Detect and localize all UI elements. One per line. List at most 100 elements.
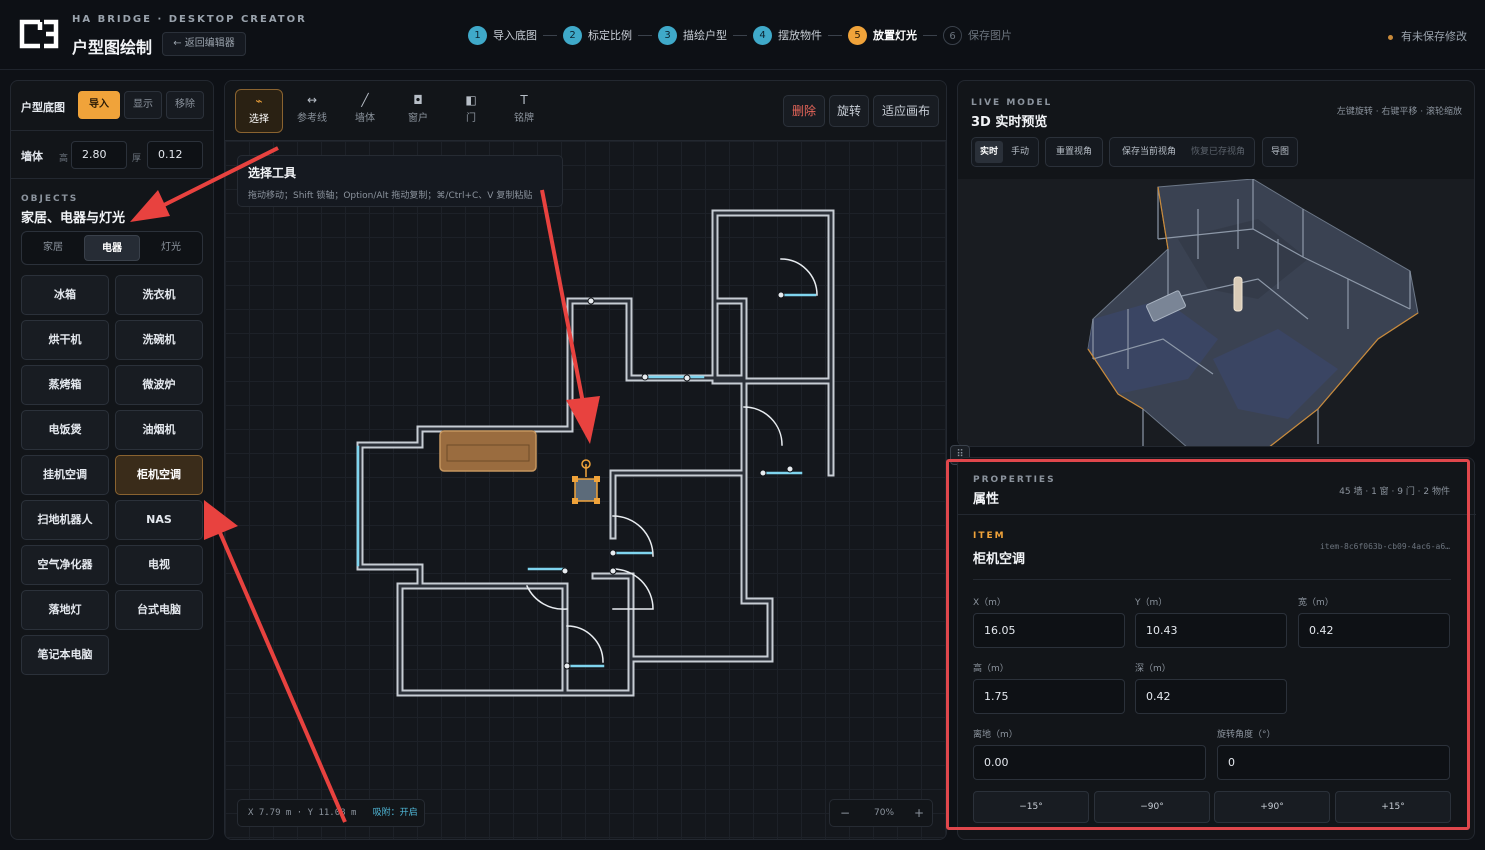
tool-label: 窗户 bbox=[408, 113, 428, 124]
tool-guide[interactable]: ↔参考线 bbox=[288, 89, 336, 133]
remove-button[interactable]: 移除 bbox=[166, 91, 204, 119]
save-view-button[interactable]: 保存当前视角 bbox=[1121, 147, 1176, 157]
rotate-plus-90-button[interactable]: +90° bbox=[1214, 791, 1330, 823]
zoom-out-button[interactable]: − bbox=[840, 806, 851, 820]
width-input[interactable]: 0.42 bbox=[1298, 613, 1450, 648]
object-item[interactable]: 微波炉 bbox=[115, 365, 203, 405]
object-item[interactable]: 台式电脑 bbox=[115, 590, 203, 630]
step-separator bbox=[638, 34, 652, 36]
base-map-row: 户型底图 导入 显示 移除 bbox=[11, 81, 213, 131]
object-item[interactable]: 冰箱 bbox=[21, 275, 109, 315]
cabinet-ac-selected[interactable] bbox=[572, 459, 600, 504]
height-label: 高 bbox=[59, 154, 69, 164]
wall-height-input[interactable]: 2.80 bbox=[71, 141, 127, 169]
tool-door[interactable]: ◧门 bbox=[447, 89, 495, 133]
step-number: 5 bbox=[848, 25, 867, 45]
object-item[interactable]: 笔记本电脑 bbox=[21, 635, 109, 675]
delete-button[interactable]: 删除 bbox=[783, 95, 825, 127]
y-input[interactable]: 10.43 bbox=[1135, 613, 1287, 648]
manual-button[interactable]: 手动 bbox=[1010, 147, 1029, 157]
coords-text: X 7.79 m · Y 11.08 m bbox=[248, 808, 357, 818]
object-item[interactable]: 烘干机 bbox=[21, 320, 109, 360]
unsaved-status: 有未保存修改 bbox=[1388, 28, 1467, 44]
object-item[interactable]: 油烟机 bbox=[115, 410, 203, 450]
tool-select[interactable]: ⌁选择 bbox=[235, 89, 283, 133]
thickness-label: 厚 bbox=[132, 154, 142, 164]
fit-canvas-button[interactable]: 适应画布 bbox=[873, 95, 939, 127]
object-item[interactable]: 柜机空调 bbox=[115, 455, 203, 495]
objects-section-label: OBJECTS bbox=[21, 194, 79, 204]
properties-label: PROPERTIES bbox=[973, 475, 1056, 485]
step-separator bbox=[828, 34, 842, 36]
snap-label: 吸附： bbox=[372, 808, 400, 818]
object-item[interactable]: 蒸烤箱 bbox=[21, 365, 109, 405]
app-logo-icon bbox=[19, 19, 59, 49]
object-item[interactable]: 洗碗机 bbox=[115, 320, 203, 360]
object-item[interactable]: 空气净化器 bbox=[21, 545, 109, 585]
step-label: 放置灯光 bbox=[873, 29, 917, 42]
x-label: X（m） bbox=[973, 598, 1006, 608]
wall-label: 墙体 bbox=[21, 150, 43, 163]
tab-appliances[interactable]: 电器 bbox=[84, 235, 140, 261]
height-input[interactable]: 1.75 bbox=[973, 679, 1125, 714]
door-tool-icon: ◧ bbox=[465, 93, 477, 107]
sofa[interactable] bbox=[439, 430, 537, 472]
rotate-minus-15-button[interactable]: −15° bbox=[973, 791, 1089, 823]
snap-toggle[interactable]: 开启 bbox=[399, 808, 418, 818]
rotation-input[interactable]: 0 bbox=[1217, 745, 1450, 780]
object-item[interactable]: 落地灯 bbox=[21, 590, 109, 630]
tool-tip: 选择工具 拖动移动；Shift 锁轴；Option/Alt 拖动复制；⌘/Ctr… bbox=[237, 155, 563, 207]
tab-lights[interactable]: 灯光 bbox=[161, 242, 181, 253]
zoom-control: − 70% + bbox=[829, 799, 933, 827]
live-model-hint: 左键旋转 · 右键平移 · 滚轮缩放 bbox=[1336, 107, 1462, 117]
export-button[interactable]: 导图 bbox=[1270, 147, 1289, 157]
floor-plan[interactable] bbox=[225, 81, 947, 840]
back-to-editor-button[interactable]: ← 返回编辑器 bbox=[162, 32, 246, 56]
tool-label: 墙体 bbox=[355, 113, 375, 124]
guide-tool-icon: ↔ bbox=[306, 93, 318, 107]
zoom-in-button[interactable]: + bbox=[914, 806, 925, 820]
step-number: 1 bbox=[468, 25, 487, 45]
realtime-button[interactable]: 实时 bbox=[975, 141, 1003, 163]
object-item[interactable]: 电饭煲 bbox=[21, 410, 109, 450]
tool-label: 门 bbox=[466, 113, 476, 124]
zoom-level: 70% bbox=[874, 808, 895, 818]
reset-view-button[interactable]: 重置视角 bbox=[1055, 147, 1092, 157]
label-tool-icon: T bbox=[520, 93, 528, 107]
wall-thickness-input[interactable]: 0.12 bbox=[147, 141, 203, 169]
render-mode-group: 实时 手动 bbox=[971, 137, 1039, 167]
x-input[interactable]: 16.05 bbox=[973, 613, 1125, 648]
import-button[interactable]: 导入 bbox=[78, 91, 120, 119]
tool-window[interactable]: ◘窗户 bbox=[394, 89, 442, 133]
object-item[interactable]: 洗衣机 bbox=[115, 275, 203, 315]
show-button[interactable]: 显示 bbox=[124, 91, 162, 119]
object-item[interactable]: NAS bbox=[115, 500, 203, 540]
tab-furniture[interactable]: 家居 bbox=[43, 242, 63, 253]
object-item[interactable]: 挂机空调 bbox=[21, 455, 109, 495]
object-item[interactable]: 电视 bbox=[115, 545, 203, 585]
restore-view-button[interactable]: 恢复已存视角 bbox=[1190, 147, 1245, 157]
object-item[interactable]: 扫地机器人 bbox=[21, 500, 109, 540]
rotate-button[interactable]: 旋转 bbox=[829, 95, 869, 127]
rotate-plus-15-button[interactable]: +15° bbox=[1335, 791, 1451, 823]
rotate-minus-90-button[interactable]: −90° bbox=[1094, 791, 1210, 823]
objects-section-title: 家居、电器与灯光 bbox=[21, 211, 126, 226]
scene-summary: 45 墙 · 1 窗 · 9 门 · 2 物件 bbox=[1339, 487, 1450, 497]
step-separator bbox=[923, 34, 937, 36]
step-5[interactable]: 5 放置灯光 bbox=[848, 25, 917, 45]
depth-input[interactable]: 0.42 bbox=[1135, 679, 1287, 714]
tool-wall[interactable]: ╱ 墙体 bbox=[341, 89, 389, 133]
step-label: 摆放物件 bbox=[778, 29, 822, 42]
live-model-title: 3D 实时预览 bbox=[971, 115, 1048, 130]
elevation-input[interactable]: 0.00 bbox=[973, 745, 1206, 780]
wall-tool-icon: ╱ bbox=[361, 93, 369, 107]
3d-preview-viewport[interactable] bbox=[958, 179, 1475, 447]
live-model-panel: LIVE MODEL 3D 实时预览 左键旋转 · 右键平移 · 滚轮缩放 实时… bbox=[957, 80, 1475, 447]
item-name: 柜机空调 bbox=[973, 552, 1026, 567]
